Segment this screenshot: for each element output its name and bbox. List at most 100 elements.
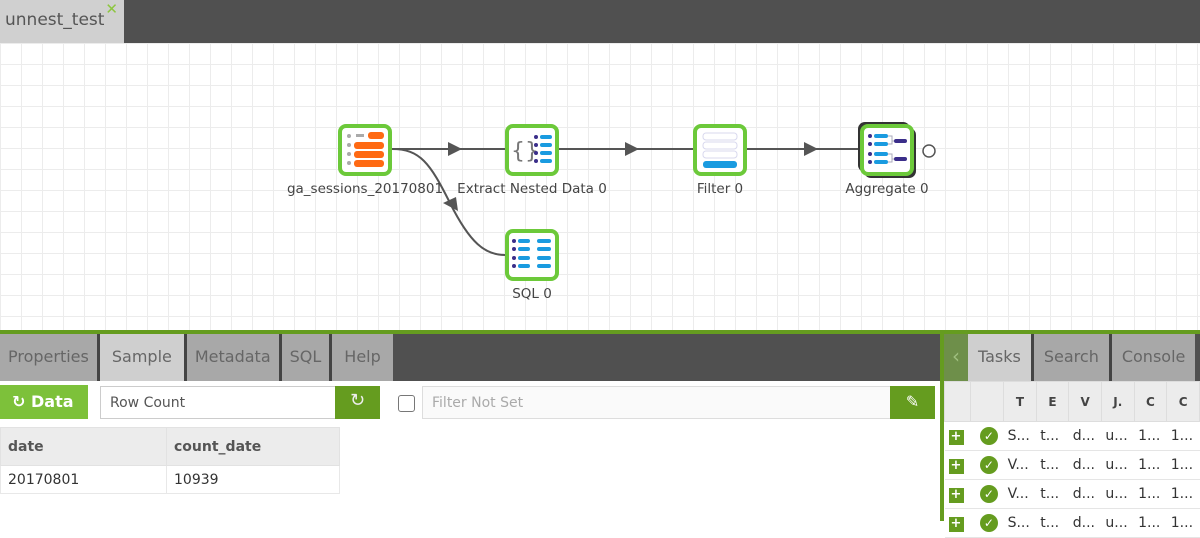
cell: d... [1068, 421, 1102, 451]
node-label: SQL 0 [512, 286, 552, 302]
table-row: 20170801 10939 [0, 465, 340, 494]
expand-icon[interactable]: + [948, 429, 964, 445]
cell: u... [1101, 450, 1135, 480]
tab-properties[interactable]: Properties [0, 334, 100, 381]
sample-grid: date count_date 20170801 10939 [0, 427, 340, 494]
right-tabs: ‹ Tasks Search Console [944, 334, 1200, 381]
success-check-icon: ✓ [979, 485, 998, 503]
tab-sample[interactable]: Sample [99, 334, 187, 381]
svg-text:{}: {} [511, 139, 539, 164]
document-tab[interactable]: unnest_test ✕ [0, 0, 124, 43]
tab-search[interactable]: Search [1033, 334, 1112, 381]
filter-icon [702, 132, 738, 168]
cell: 1... [1166, 479, 1200, 509]
column-header[interactable]: J. [1100, 381, 1135, 422]
document-tab-title: unnest_test [5, 10, 105, 30]
filter-checkbox[interactable] [398, 395, 415, 412]
node-filter[interactable] [693, 124, 747, 176]
close-icon[interactable]: ✕ [105, 0, 118, 18]
cell: 1... [1166, 421, 1200, 451]
refresh-icon: ↻ [12, 392, 26, 411]
column-header[interactable]: V [1068, 381, 1102, 422]
column-header[interactable]: E [1035, 381, 1070, 422]
cell: 1... [1134, 450, 1167, 480]
tab-metadata[interactable]: Metadata [186, 334, 282, 381]
column-header [969, 381, 1005, 422]
node-label: ga_sessions_20170801 [286, 181, 444, 197]
edit-filter-button[interactable]: ✎ [890, 386, 935, 419]
aggregate-icon [868, 134, 907, 164]
column-header-count-date[interactable]: count_date [166, 427, 340, 466]
success-check-icon: ✓ [979, 514, 998, 532]
cell: 1... [1134, 479, 1167, 509]
column-header[interactable]: C [1133, 381, 1168, 422]
success-check-icon: ✓ [979, 456, 998, 474]
node-label: Aggregate 0 [845, 181, 929, 197]
sql-icon [512, 239, 551, 268]
cell: u... [1101, 508, 1135, 538]
data-button[interactable]: ↻ Data [0, 385, 88, 419]
cell: 10939 [166, 465, 340, 494]
refresh-button[interactable]: ↻ [335, 386, 380, 419]
cell: u... [1101, 421, 1135, 451]
arrow-head [443, 197, 458, 211]
table-row[interactable]: +✓S...t...d...u...1...1... [944, 508, 1200, 538]
output-port [922, 144, 936, 158]
cell: 1... [1166, 450, 1200, 480]
cell: 1... [1166, 508, 1200, 538]
cell: t... [1036, 508, 1069, 538]
tab-tasks[interactable]: Tasks [968, 334, 1034, 381]
cell: d... [1068, 479, 1102, 509]
pipeline-edges [391, 142, 936, 256]
filter-input[interactable]: Filter Not Set [422, 386, 892, 419]
node-label: Filter 0 [696, 181, 744, 197]
cell: u... [1101, 479, 1135, 509]
cell: V... [1003, 479, 1037, 509]
expand-icon[interactable]: + [948, 516, 964, 532]
node-sql[interactable] [505, 229, 559, 281]
refresh-icon: ↻ [349, 390, 366, 411]
column-header[interactable]: T [1003, 381, 1037, 422]
sample-toolbar: ↻ Data Row Count ↻ Filter Not Set ✎ [0, 385, 940, 419]
pencil-icon: ✎ [905, 392, 920, 411]
arrow-head [625, 142, 639, 156]
cell: t... [1036, 479, 1069, 509]
expand-icon[interactable]: + [948, 458, 964, 474]
right-panel: ‹ Tasks Search Console T E V J. C C + ✓ S.… [940, 334, 1200, 538]
cell: 1... [1134, 421, 1167, 451]
column-header [944, 381, 971, 422]
tab-help[interactable]: Help [332, 334, 393, 381]
table-row[interactable]: +✓V...t...d...u...1...1... [944, 479, 1200, 509]
node-label: Extract Nested Data 0 [457, 181, 607, 197]
column-header-date[interactable]: date [0, 427, 167, 466]
node-aggregate[interactable] [860, 124, 914, 176]
cell: d... [1068, 450, 1102, 480]
cell: V... [1003, 450, 1037, 480]
node-extract-nested[interactable]: {} [505, 124, 559, 176]
extract-nested-icon: {} [511, 135, 552, 164]
bottom-panel: Properties Sample Metadata SQL Help ↻ Da… [0, 334, 940, 521]
cell: t... [1036, 421, 1069, 451]
cell: 20170801 [0, 465, 167, 494]
expand-icon[interactable]: + [948, 487, 964, 503]
cell: S... [1003, 421, 1037, 451]
node-source[interactable] [338, 124, 392, 176]
data-button-label: Data [30, 392, 74, 411]
arrow-head [804, 142, 818, 156]
cell: S... [1003, 508, 1037, 538]
tasks-grid: T E V J. C C +✓S...t...d...u...1...1... … [944, 381, 1200, 538]
collapse-chevron-icon[interactable]: ‹ [944, 334, 968, 381]
tab-console[interactable]: Console [1111, 334, 1196, 381]
cell: t... [1036, 450, 1069, 480]
pipeline-canvas[interactable]: ga_sessions_20170801 {} Extract Nested D… [0, 43, 1200, 330]
cell: d... [1068, 508, 1102, 538]
row-count-select[interactable]: Row Count [100, 386, 336, 419]
panel-divider[interactable] [0, 330, 1200, 334]
table-row[interactable]: +✓V...t...d...u...1...1... [944, 450, 1200, 480]
column-header[interactable]: C [1166, 381, 1200, 422]
success-check-icon: ✓ [979, 427, 998, 445]
arrow-head [448, 142, 462, 156]
tab-sql[interactable]: SQL [281, 334, 333, 381]
table-row[interactable]: +✓S...t...d...u...1...1... [944, 421, 1200, 451]
bottom-tabs: Properties Sample Metadata SQL Help [0, 334, 940, 381]
